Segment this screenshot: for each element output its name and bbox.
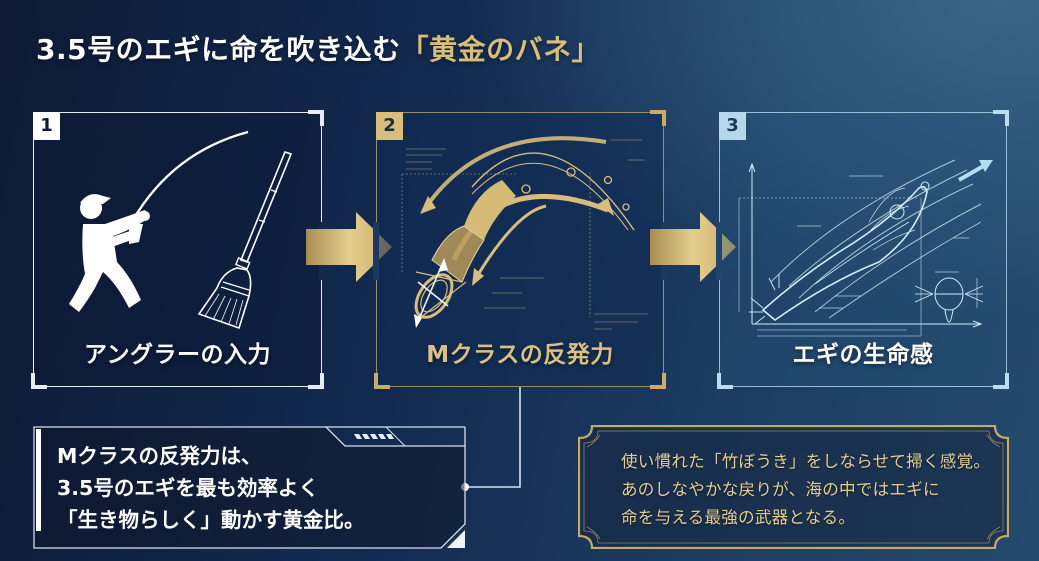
corner-bracket: [31, 373, 47, 389]
step-label: Mクラスの反発力: [426, 342, 614, 368]
corner-bracket: [993, 110, 1009, 126]
arrow-right-icon: [650, 212, 736, 282]
title-highlight: 「黄金のバネ」: [400, 33, 601, 66]
step-panel-2: 2: [373, 110, 667, 389]
rod-blank-cross-section-icon: [401, 136, 648, 330]
quote-line: あのしなやかな戻りが、海の中ではエギに: [621, 480, 940, 499]
angler-icon: [69, 130, 249, 312]
callout-frame: [33, 426, 466, 549]
callout-line: 「生き物らしく」動かす黄金比。: [57, 508, 365, 532]
egi-blueprint-icon: [738, 159, 993, 337]
callout-text: Mクラスの反発力は、 3.5号のエギを最も効率よく 「生き物らしく」動かす黄金比…: [57, 440, 365, 536]
corner-bracket: [650, 373, 666, 389]
frame-gap: [373, 222, 379, 280]
corner-bracket: [993, 373, 1009, 389]
quote-line: 使い慣れた「竹ぼうき」をしならせて掃く感覚。: [621, 452, 991, 471]
step-number: 2: [376, 112, 403, 140]
ornate-gold-frame: [578, 425, 1009, 549]
step-panel-3: 3: [716, 110, 1009, 389]
step-label: アングラーの入力: [83, 342, 272, 368]
corner-bracket: [374, 373, 390, 389]
step-number: 1: [33, 112, 60, 140]
corner-bracket: [308, 110, 324, 126]
quote-box: 使い慣れた「竹ぼうき」をしならせて掃く感覚。 あのしなやかな戻りが、海の中ではエ…: [578, 425, 1009, 549]
callout-line: Mクラスの反発力は、: [57, 444, 262, 468]
step-label: エギの生命感: [792, 342, 934, 368]
corner-bracket: [717, 373, 733, 389]
corner-bracket: [650, 110, 666, 126]
quote-line: 命を与える最強の武器となる。: [621, 508, 856, 527]
step-panel-1: 1 アングラーの入力: [31, 110, 325, 389]
page-title: 3.5号のエギに命を吹き込む「黄金のバネ」: [36, 28, 600, 68]
callout-line: 3.5号のエギを最も効率よく: [57, 476, 319, 500]
corner-bracket: [308, 373, 324, 389]
title-main: 3.5号のエギに命を吹き込む: [36, 33, 401, 66]
quote-text: 使い慣れた「竹ぼうき」をしならせて掃く感覚。 あのしなやかな戻りが、海の中ではエ…: [621, 448, 990, 532]
broom-icon: [197, 151, 293, 330]
callout-box: Mクラスの反発力は、 3.5号のエギを最も効率よく 「生き物らしく」動かす黄金比…: [33, 426, 466, 550]
arrow-right-icon: [306, 212, 392, 282]
frame-gap: [716, 222, 722, 280]
step-number: 3: [719, 112, 746, 140]
